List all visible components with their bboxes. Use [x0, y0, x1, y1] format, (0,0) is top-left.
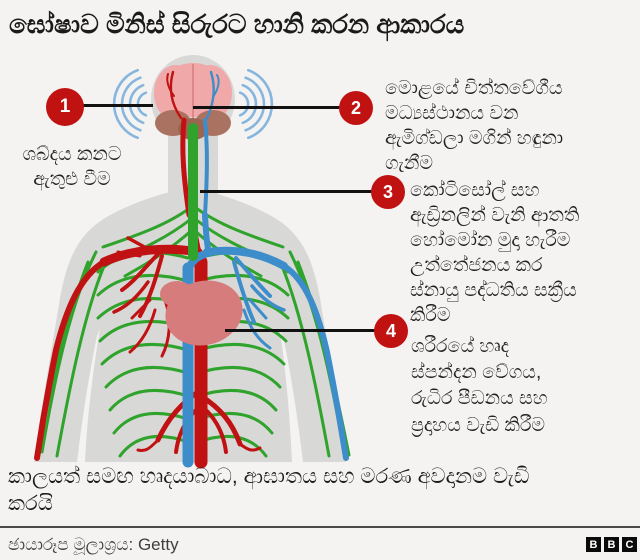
- callout-label-4: ශරීරයේ හෘද ස්පන්දන වේගය, රුධිර පීඩනය සහ …: [411, 336, 548, 436]
- bbc-logo: B B C: [586, 537, 637, 552]
- callout-marker-4: 4: [374, 314, 408, 348]
- callout-marker-1: 1: [46, 88, 84, 126]
- bbc-logo-block: B: [604, 537, 619, 552]
- callout-number: 2: [350, 97, 361, 118]
- callout-line-1: [65, 104, 153, 107]
- callout-line-2: [193, 106, 343, 109]
- photo-credit: ඡායාරූප මූලාශ්‍රය: Getty: [8, 535, 179, 554]
- callout-number: 4: [385, 320, 396, 341]
- callout-number: 1: [59, 96, 71, 117]
- callout-line-4: [225, 329, 378, 332]
- callout-marker-2: 2: [339, 91, 373, 125]
- callout-number: 3: [382, 181, 393, 202]
- callout-marker-3: 3: [371, 175, 405, 209]
- page-title: ඝෝෂාව මිනිස් සිරුරට හානි කරන ආකාරය: [9, 9, 465, 39]
- callout-line-3: [200, 190, 375, 193]
- bbc-logo-block: C: [622, 537, 637, 552]
- callout-label-1: ශබ්දය කනට ඇතුළු වීම: [22, 144, 122, 191]
- footer-divider: [0, 526, 640, 528]
- bbc-logo-block: B: [586, 537, 601, 552]
- heart: [160, 280, 243, 346]
- callout-label-3: කෝටිසෝල් සහ ඇඩ්‍රිනලින් වැනි ආතති හෝමෝන …: [410, 180, 580, 327]
- sound-waves-right-icon: [238, 68, 274, 140]
- summary-text: කාලයත් සමඟ හෘදයාබාධ, ආඝාතය සහ මරණ අවදානම…: [8, 465, 530, 515]
- callout-label-2: මොළයේ චිත්තවේගීය මධ්‍යස්ථානය වන ඇමිග්ඩලා…: [385, 78, 564, 175]
